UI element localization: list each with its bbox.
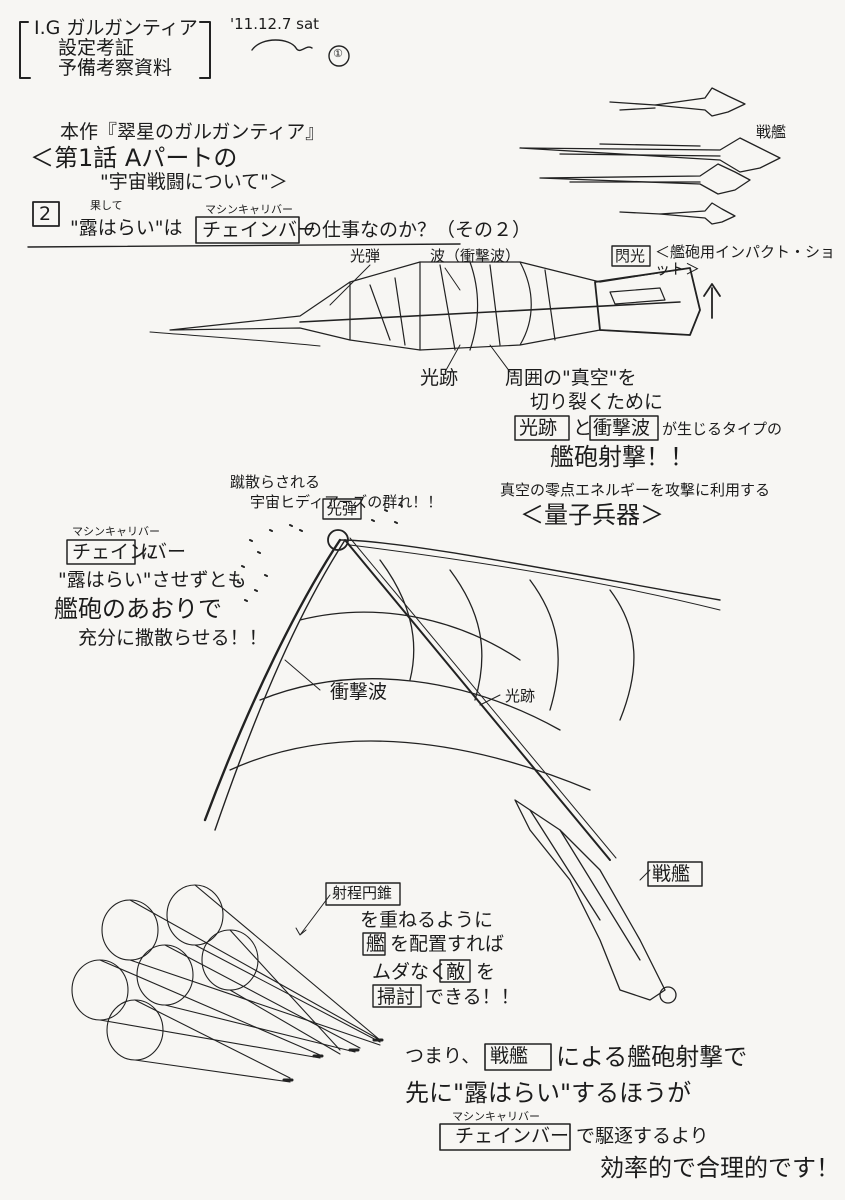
section-box-ruby: マシンキャリバー [205, 203, 293, 216]
section-number: 2 [39, 203, 52, 225]
conclusion-line2: 先に"露はらい"するほうが [405, 1079, 692, 1107]
label-range-cone: 射程円錐 [332, 884, 393, 902]
box-senkan-conclusion [484, 1043, 552, 1071]
label-senkan-mid: 戦艦 [652, 863, 691, 885]
box-chainver-conclusion [439, 1123, 571, 1151]
label-kodan-top: 光弾 [350, 247, 381, 265]
label-shogekiha-mid: 衝撃波 [330, 681, 388, 703]
note-zero-point: 真空の零点エネルギーを攻撃に利用する [500, 481, 771, 499]
bottom-note2-rest: を配置すれば [390, 933, 505, 955]
conclusion-tsumari: つまり、 [405, 1045, 481, 1067]
note-vacuum-1: 周囲の"真空"を [505, 367, 637, 389]
page-number: ① [333, 47, 343, 60]
section-prefix: "露はらい"は [70, 217, 183, 239]
section-suffix: の仕事なのか？（その２） [303, 219, 532, 241]
header-title-line3: 予備考察資料 [58, 57, 173, 79]
note-to: と [573, 417, 593, 439]
note-type: が生じるタイプの [662, 420, 783, 438]
signature-mark [251, 39, 313, 52]
header-date: '11.12.7 sat [230, 15, 320, 33]
bottom-note3-muda: ムダなく [372, 961, 449, 983]
page-number-circle [328, 45, 350, 67]
note-koseki-box: 光跡 [519, 417, 558, 439]
left-line4: 充分に撒散らせる！！ [78, 627, 268, 649]
conclusion-line4: 効率的で合理的です！ [600, 1154, 840, 1182]
box-koseki [514, 415, 570, 441]
conclusion-ruby: マシンキャリバー [452, 1110, 540, 1123]
label-senkan-top: 戦艦 [756, 123, 787, 141]
label-kodan-mid: 光弾 [327, 500, 358, 518]
left-line3: 艦砲のあおりで [54, 595, 222, 623]
left-box-chainver: チェインバー [72, 541, 187, 563]
header-title-line2: 設定考証 [58, 37, 135, 59]
note-scatter-1: 蹴散らされる [230, 473, 321, 491]
bottom-note3-teki: 敵 [446, 961, 466, 983]
note-vacuum-2: 切り裂くために [530, 391, 664, 413]
bottom-note1: を重ねるように [360, 909, 494, 931]
bottom-note4-soto: 掃討 [377, 986, 416, 1008]
label-impact-shot: ＜艦砲用インパクト・ショット＞ [655, 243, 836, 279]
box-shogekiha [589, 415, 659, 441]
note-quantum-weapon: ＜量子兵器＞ [520, 501, 664, 529]
top-projectile-drawing [149, 245, 721, 373]
section-underline [27, 243, 461, 248]
conclusion-senkan: 戦艦 [490, 1045, 529, 1067]
left-ruby: マシンキャリバー [72, 525, 160, 538]
section-box-word: チェインバー [202, 219, 317, 241]
label-nami-top: 波（衝撃波） [430, 247, 521, 265]
note-scatter-2: 宇宙ヒディアーズの群れ！！ [250, 493, 443, 511]
label-koseki-top: 光跡 [420, 367, 459, 389]
conclusion-line1-rest: による艦砲射撃で [556, 1043, 748, 1071]
bottom-note4-rest: できる！！ [425, 986, 520, 1008]
header-title-line1: I.G ガルガンティア [34, 17, 198, 39]
box-chainver-top [195, 216, 300, 244]
warship-group-top [519, 87, 781, 225]
left-ni: に [140, 541, 160, 563]
bottom-note3-wo: を [476, 961, 496, 983]
bottom-note2-kan: 艦 [366, 933, 386, 955]
range-cones-drawing [71, 882, 471, 1083]
note-shogekiha-box: 衝撃波 [593, 417, 651, 439]
note-kanpo-shageki: 艦砲射撃！！ [550, 443, 694, 471]
conclusion-chainver: チェインバー [455, 1125, 570, 1147]
intro-line1: 本作『翠星のガルガンティア』 [60, 121, 325, 143]
header-bracket-left [19, 21, 31, 79]
section-number-box [32, 201, 60, 227]
conclusion-line3-rest: で駆逐するより [576, 1125, 709, 1147]
label-senko: 閃光 [615, 247, 646, 265]
label-koseki-mid: 光跡 [505, 687, 536, 705]
middle-shockwave-drawing [66, 498, 721, 1004]
intro-line3: "宇宙戦闘について"＞ [100, 171, 288, 193]
header-bracket-right [199, 21, 211, 79]
left-line2: "露はらい"させずとも [58, 569, 247, 591]
section-prefix-top: 果して [90, 199, 123, 212]
intro-line2: ＜第1話 Aパートの [30, 144, 238, 172]
